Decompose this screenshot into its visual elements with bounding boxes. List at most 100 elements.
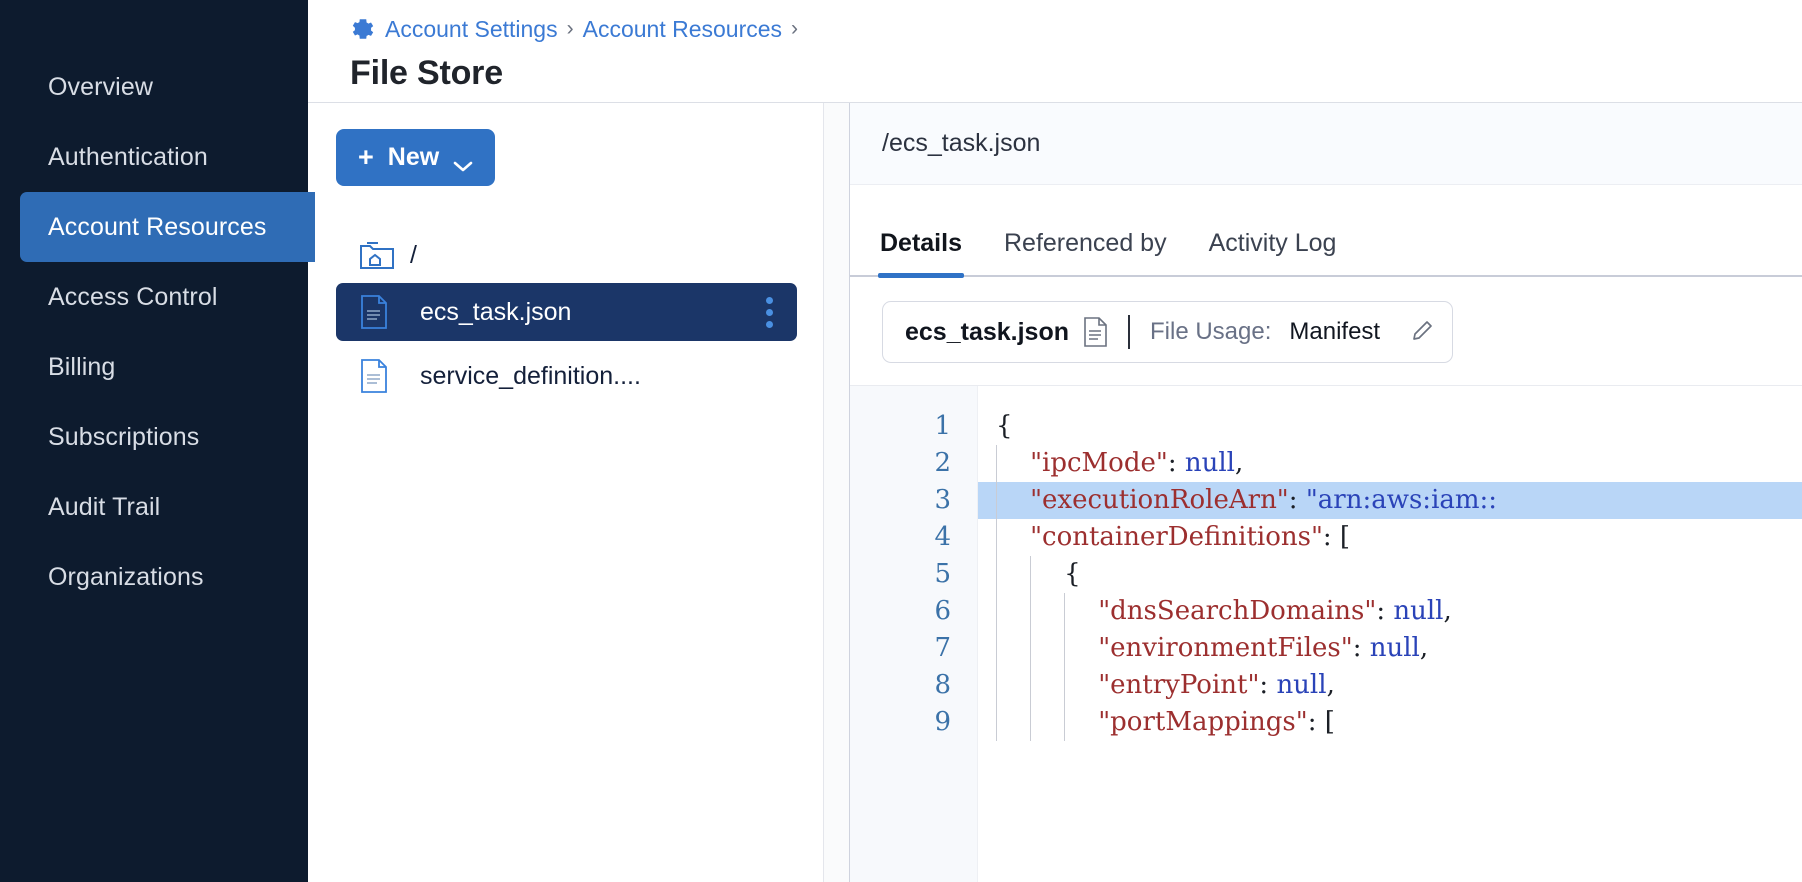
indent-guide — [996, 519, 997, 556]
tab-referenced-by[interactable]: Referenced by — [1004, 229, 1167, 275]
line-number: 2 — [934, 448, 951, 478]
sidebar-item-label: Audit Trail — [48, 492, 161, 521]
kebab-menu-icon[interactable] — [760, 291, 779, 334]
code-token: "ipcMode" — [1030, 448, 1168, 478]
sidebar-item-account-resources[interactable]: Account Resources — [20, 192, 315, 262]
tab-label: Referenced by — [1003, 229, 1167, 257]
tree-root-folder[interactable]: / — [336, 233, 797, 277]
code-token: "dnsSearchDomains" — [1098, 596, 1377, 626]
code-token: : — [1167, 448, 1185, 478]
chevron-down-icon — [453, 151, 473, 172]
sidebar-item-access-control[interactable]: Access Control — [20, 262, 308, 332]
document-icon — [1083, 317, 1108, 347]
code-token: null — [1369, 633, 1420, 663]
indent-guide — [996, 556, 997, 593]
indent-guide — [1030, 593, 1032, 630]
chip-filename: ecs_task.json — [905, 317, 1069, 346]
indent-guide — [996, 630, 997, 667]
file-name: service_definition.... — [420, 361, 641, 390]
sidebar-item-label: Billing — [48, 352, 116, 381]
line-number: 1 — [934, 411, 951, 441]
pane-splitter[interactable] — [824, 103, 850, 882]
sidebar-item-label: Overview — [48, 72, 153, 101]
file-tree: / ecs_task.json service_definition.... — [336, 233, 797, 405]
sidebar-item-authentication[interactable]: Authentication — [20, 122, 308, 192]
line-number: 4 — [934, 522, 951, 552]
code-token: , — [1443, 596, 1452, 626]
line-number: 6 — [934, 596, 951, 626]
file-icon — [360, 359, 388, 393]
page-title: File Store — [350, 54, 503, 92]
detail-tabs: Details Referenced by Activity Log — [850, 185, 1802, 278]
usage-section: ecs_task.json File Usage: Manifest — [850, 277, 1802, 363]
sidebar-item-organizations[interactable]: Organizations — [20, 542, 308, 612]
top-header: Account Settings › Account Resources › F… — [308, 0, 1802, 103]
sidebar-item-subscriptions[interactable]: Subscriptions — [20, 402, 308, 472]
line-number: 8 — [934, 670, 951, 700]
code-token: "entryPoint" — [1098, 670, 1260, 700]
line-number: 5 — [934, 559, 951, 589]
code-line: { — [978, 556, 1802, 593]
indent-guide — [1064, 667, 1066, 704]
line-number-gutter: 1 2 3 4 5 6 7 8 9 — [850, 386, 978, 882]
indent-guide — [1030, 556, 1032, 593]
file-row[interactable]: service_definition.... — [336, 347, 797, 405]
code-line: "executionRoleArn": "arn:aws:iam:: — [978, 482, 1802, 519]
indent-guide — [1030, 667, 1032, 704]
file-name: ecs_task.json — [420, 297, 572, 326]
line-number: 9 — [934, 707, 951, 737]
line-number: 3 — [934, 485, 951, 515]
code-line: "entryPoint": null, — [978, 667, 1802, 704]
breadcrumb-link-account-settings[interactable]: Account Settings — [385, 15, 558, 42]
sidebar-item-label: Account Resources — [48, 212, 267, 241]
breadcrumb-link-account-resources[interactable]: Account Resources — [582, 15, 783, 42]
code-token: : [ — [1322, 522, 1351, 552]
sidebar-item-audit-trail[interactable]: Audit Trail — [20, 472, 308, 542]
code-token: "portMappings" — [1098, 707, 1308, 737]
tab-label: Details — [880, 229, 962, 257]
sidebar-item-billing[interactable]: Billing — [20, 332, 308, 402]
code-token: : — [1376, 596, 1394, 626]
breadcrumb-separator-2: › — [791, 17, 799, 40]
new-button-label: New — [387, 143, 440, 171]
code-token: "executionRoleArn" — [1030, 485, 1289, 515]
chip-divider — [1128, 315, 1130, 349]
file-usage-value: Manifest — [1289, 318, 1381, 345]
sidebar-item-label: Authentication — [48, 142, 208, 171]
indent-guide — [996, 704, 997, 741]
file-usage-label: File Usage: — [1150, 318, 1272, 345]
new-button[interactable]: + New — [336, 129, 496, 186]
sidebar-item-overview[interactable]: Overview — [20, 52, 308, 122]
code-line: "environmentFiles": null, — [978, 630, 1802, 667]
file-row[interactable]: ecs_task.json — [336, 283, 797, 341]
code-content[interactable]: { "ipcMode": null, "executionRoleArn": "… — [978, 386, 1802, 882]
code-editor[interactable]: 1 2 3 4 5 6 7 8 9 { "ipcMode": null, "executionR… — [850, 385, 1802, 882]
indent-guide — [1030, 630, 1032, 667]
pencil-icon[interactable] — [1410, 319, 1436, 345]
code-token: "environmentFiles" — [1098, 633, 1353, 663]
file-icon — [360, 295, 388, 329]
code-token: "containerDefinitions" — [1030, 522, 1323, 552]
code-token: : — [1259, 670, 1277, 700]
tab-label: Activity Log — [1208, 229, 1337, 257]
code-token: , — [1326, 670, 1335, 700]
indent-guide — [996, 482, 997, 519]
code-token: : — [1352, 633, 1370, 663]
tab-activity-log[interactable]: Activity Log — [1209, 229, 1337, 275]
indent-guide — [1064, 630, 1066, 667]
gear-icon — [350, 16, 376, 42]
tree-root-label: / — [410, 240, 417, 269]
indent-guide — [996, 445, 997, 482]
code-line: "ipcMode": null, — [978, 445, 1802, 482]
plus-icon: + — [358, 142, 374, 172]
tab-details[interactable]: Details — [878, 229, 964, 278]
sidebar-item-label: Access Control — [48, 282, 218, 311]
file-path-bar: /ecs_task.json — [850, 103, 1802, 185]
file-usage-chip: ecs_task.json File Usage: Manifest — [882, 301, 1454, 363]
sidebar-item-label: Subscriptions — [48, 422, 200, 451]
line-number: 7 — [934, 633, 951, 663]
main-area: Account Settings › Account Resources › F… — [308, 0, 1802, 882]
body-split: + New — [308, 103, 1802, 882]
code-line: "containerDefinitions": [ — [978, 519, 1802, 556]
